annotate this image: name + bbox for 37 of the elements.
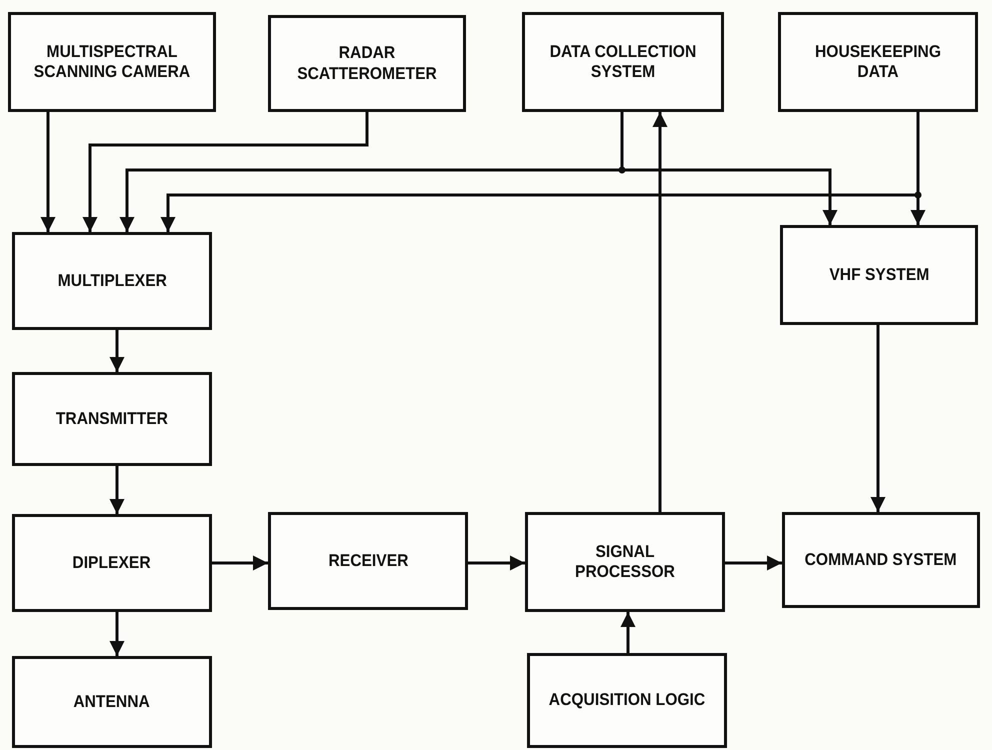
box-label: RECEIVER [328,550,408,572]
arrow [725,556,782,570]
arrow [468,556,525,570]
box-label: MULTIPLEXER [57,270,167,292]
arrow [110,330,124,372]
process-box [778,12,978,112]
process-box [268,15,466,112]
box-label: DATA COLLECTION SYSTEM [548,42,698,82]
process-box [12,514,212,612]
process-box [12,372,212,466]
process-box [782,512,980,608]
arrow [110,466,124,514]
arrow [110,612,124,656]
process-box [525,512,725,612]
process-box [522,12,724,112]
box-label: RADAR SCATTEROMETER [296,43,438,84]
box-label: ACQUISITION LOGIC [548,690,706,711]
arrow [40,112,56,232]
box-label: ANTENNA [74,692,150,712]
box-label: MULTISPECTRAL SCANNING CAMERA [32,42,192,82]
process-box [12,656,212,748]
box-label: COMMAND SYSTEM [804,550,958,570]
process-box [8,12,216,112]
arrow [652,112,668,512]
box-label: VHF SYSTEM [829,264,929,286]
arrow [212,556,268,570]
arrow [82,112,368,232]
box-label: TRANSMITTER [56,408,168,430]
process-box [12,232,212,330]
process-box [268,512,468,610]
process-box [527,653,727,748]
arrow [870,325,886,512]
box-label: HOUSEKEEPING DATA [814,42,942,82]
box-label: SIGNAL PROCESSOR [574,542,676,582]
process-box [780,225,978,325]
box-label: DIPLEXER [72,552,152,574]
arrow [620,612,636,653]
